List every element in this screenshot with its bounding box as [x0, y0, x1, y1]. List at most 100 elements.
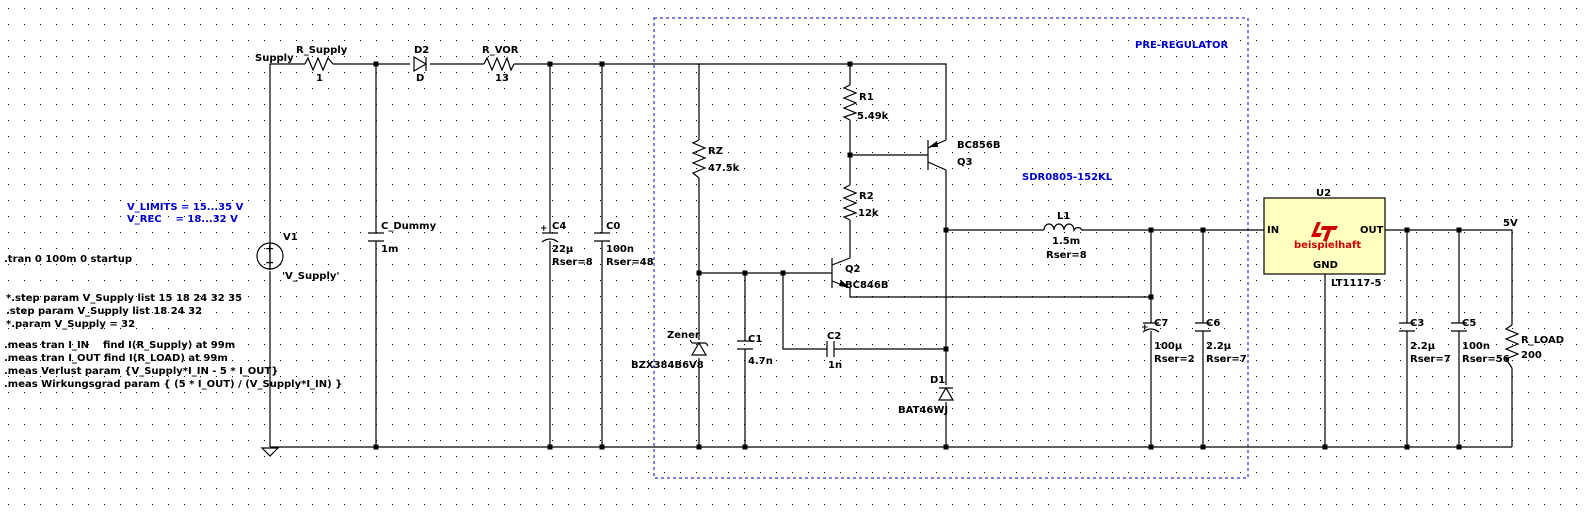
capacitor-c5[interactable]: C5 100n Rser=56: [1451, 318, 1510, 365]
directive-line: *.param V_Supply = 32: [6, 319, 135, 330]
r-supply-name: R_Supply: [296, 45, 348, 56]
c2-value: 1n: [828, 360, 842, 371]
inductor-l1[interactable]: SDR0805-152KL L1 1.5m Rser=8: [1022, 172, 1113, 261]
svg-text:+: +: [1141, 323, 1149, 333]
l1-name: L1: [1057, 211, 1070, 222]
r2-name: R2: [859, 191, 874, 202]
net-label-supply: Supply: [255, 53, 294, 64]
resistor-r-load[interactable]: R_LOAD 200: [1504, 324, 1564, 369]
q3-name: Q3: [957, 157, 973, 168]
directive-line: .meas tran I_OUT find I(R_LOAD) at 99m: [4, 353, 228, 364]
c1-name: C1: [748, 334, 762, 345]
u2-name: U2: [1316, 188, 1331, 199]
u2-pin-in: IN: [1267, 225, 1279, 236]
v1-name: V1: [283, 232, 298, 243]
d2-value: D: [416, 73, 424, 84]
zener-diode[interactable]: Zener BZX384B6V8: [631, 330, 709, 371]
param-v-limits: V_LIMITS = 15...35 V: [127, 202, 244, 213]
c3-rser: Rser=7: [1410, 354, 1451, 365]
d2-name: D2: [414, 45, 429, 56]
l1-part: SDR0805-152KL: [1022, 172, 1113, 183]
capacitor-c3[interactable]: C3 2.2µ Rser=7: [1399, 318, 1451, 365]
net-label-5v: 5V: [1503, 218, 1518, 229]
capacitor-c6[interactable]: C6 2.2µ Rser=7: [1195, 318, 1247, 365]
c3-value: 2.2µ: [1410, 341, 1436, 352]
c0-rser: Rser=48: [606, 257, 654, 268]
svg-text:−: −: [265, 256, 274, 269]
rz-value: 47.5k: [708, 163, 740, 174]
q3-value: BC856B: [957, 140, 1000, 151]
c1-value: 4.7n: [748, 356, 773, 367]
capacitor-c4[interactable]: + C4 22µ Rser=8: [540, 221, 593, 268]
l1-value: 1.5m: [1052, 236, 1080, 247]
c3-name: C3: [1410, 318, 1424, 329]
u2-pin-gnd: GND: [1313, 260, 1338, 271]
param-v-rec: V_REC = 18...32 V: [127, 214, 238, 225]
junctions: [373, 61, 1462, 450]
zener-name: Zener: [667, 330, 700, 341]
c0-name: C0: [606, 221, 620, 232]
directive-line: .meas tran I_IN find I(R_Supply) at 99m: [4, 340, 235, 351]
r-vor-value: 13: [495, 73, 509, 84]
resistor-r1[interactable]: R1 5.49k: [842, 84, 889, 122]
capacitor-c7[interactable]: + C7 100µ Rser=2: [1141, 318, 1195, 365]
directive-line: *.step param V_Supply list 15 18 24 32 3…: [6, 293, 242, 304]
u2-logo-text: beispielhaft: [1294, 240, 1361, 251]
r1-name: R1: [859, 92, 874, 103]
svg-text:+: +: [265, 242, 274, 255]
c5-rser: Rser=56: [1462, 354, 1510, 365]
c7-value: 100µ: [1154, 341, 1183, 352]
c0-value: 100n: [606, 244, 634, 255]
pre-regulator-box: [653, 17, 1249, 479]
directive-line: .meas Verlust param {V_Supply*I_IN - 5 *…: [4, 366, 278, 377]
c7-rser: Rser=2: [1154, 354, 1195, 365]
d1-value: BAT46WJ: [898, 405, 948, 416]
c-dummy-value: 1m: [381, 244, 398, 255]
r-supply-value: 1: [316, 73, 323, 84]
diode-d2[interactable]: D2 D: [413, 45, 429, 84]
diode-d1[interactable]: D1 BAT46WJ: [898, 375, 955, 416]
v1-value: 'V_Supply': [282, 271, 339, 282]
resistor-r2[interactable]: R2 12k: [842, 184, 879, 221]
transistor-q2[interactable]: Q2 BC846B: [831, 257, 888, 291]
ground-symbol: [260, 447, 280, 457]
d1-name: D1: [930, 375, 945, 386]
directive-line: .step param V_Supply list 18 24 32: [6, 306, 202, 317]
u2-part: LT1117-5: [1331, 278, 1382, 289]
resistor-r-supply[interactable]: R_Supply 1: [296, 45, 348, 84]
q2-name: Q2: [845, 264, 861, 275]
c5-value: 100n: [1462, 341, 1490, 352]
regulator-u2[interactable]: U2 IN OUT GND beispielhaft LT1117-5: [1263, 188, 1386, 289]
l1-rser: Rser=8: [1046, 250, 1087, 261]
capacitor-c-dummy[interactable]: C_Dummy 1m: [368, 221, 437, 255]
capacitor-c2[interactable]: C2 1n: [826, 331, 842, 371]
c6-name: C6: [1206, 318, 1220, 329]
c6-rser: Rser=7: [1206, 354, 1247, 365]
u2-pin-out: OUT: [1360, 225, 1384, 236]
zener-value: BZX384B6V8: [631, 360, 704, 371]
spice-directives: .tran 0 100m 0 startup *.step param V_Su…: [4, 254, 342, 390]
transistor-q3[interactable]: BC856B Q3: [927, 139, 1000, 171]
pre-regulator-label: PRE-REGULATOR: [1135, 40, 1229, 51]
voltage-source-v1[interactable]: + − V1 'V_Supply': [256, 232, 339, 282]
r-load-name: R_LOAD: [1521, 335, 1564, 346]
directive-line: .tran 0 100m 0 startup: [4, 254, 132, 265]
c7-name: C7: [1154, 318, 1168, 329]
capacitor-c1[interactable]: C1 4.7n: [737, 334, 773, 367]
r-vor-name: R_VOR: [482, 45, 519, 56]
c4-name: C4: [552, 221, 566, 232]
capacitor-c0[interactable]: C0 100n Rser=48: [594, 221, 654, 268]
c6-value: 2.2µ: [1206, 341, 1232, 352]
directive-line: .meas Wirkungsgrad param { (5 * I_OUT) /…: [4, 379, 342, 390]
c4-rser: Rser=8: [552, 257, 593, 268]
wires: [269, 63, 1513, 448]
lt-logo-icon: [1311, 222, 1338, 241]
c2-name: C2: [827, 331, 841, 342]
resistor-r-vor[interactable]: R_VOR 13: [482, 45, 519, 84]
r2-value: 12k: [858, 208, 879, 219]
r-load-value: 200: [1521, 350, 1542, 361]
resistor-rz[interactable]: RZ 47.5k: [691, 139, 740, 179]
c4-value: 22µ: [552, 244, 574, 255]
q2-value: BC846B: [845, 280, 888, 291]
